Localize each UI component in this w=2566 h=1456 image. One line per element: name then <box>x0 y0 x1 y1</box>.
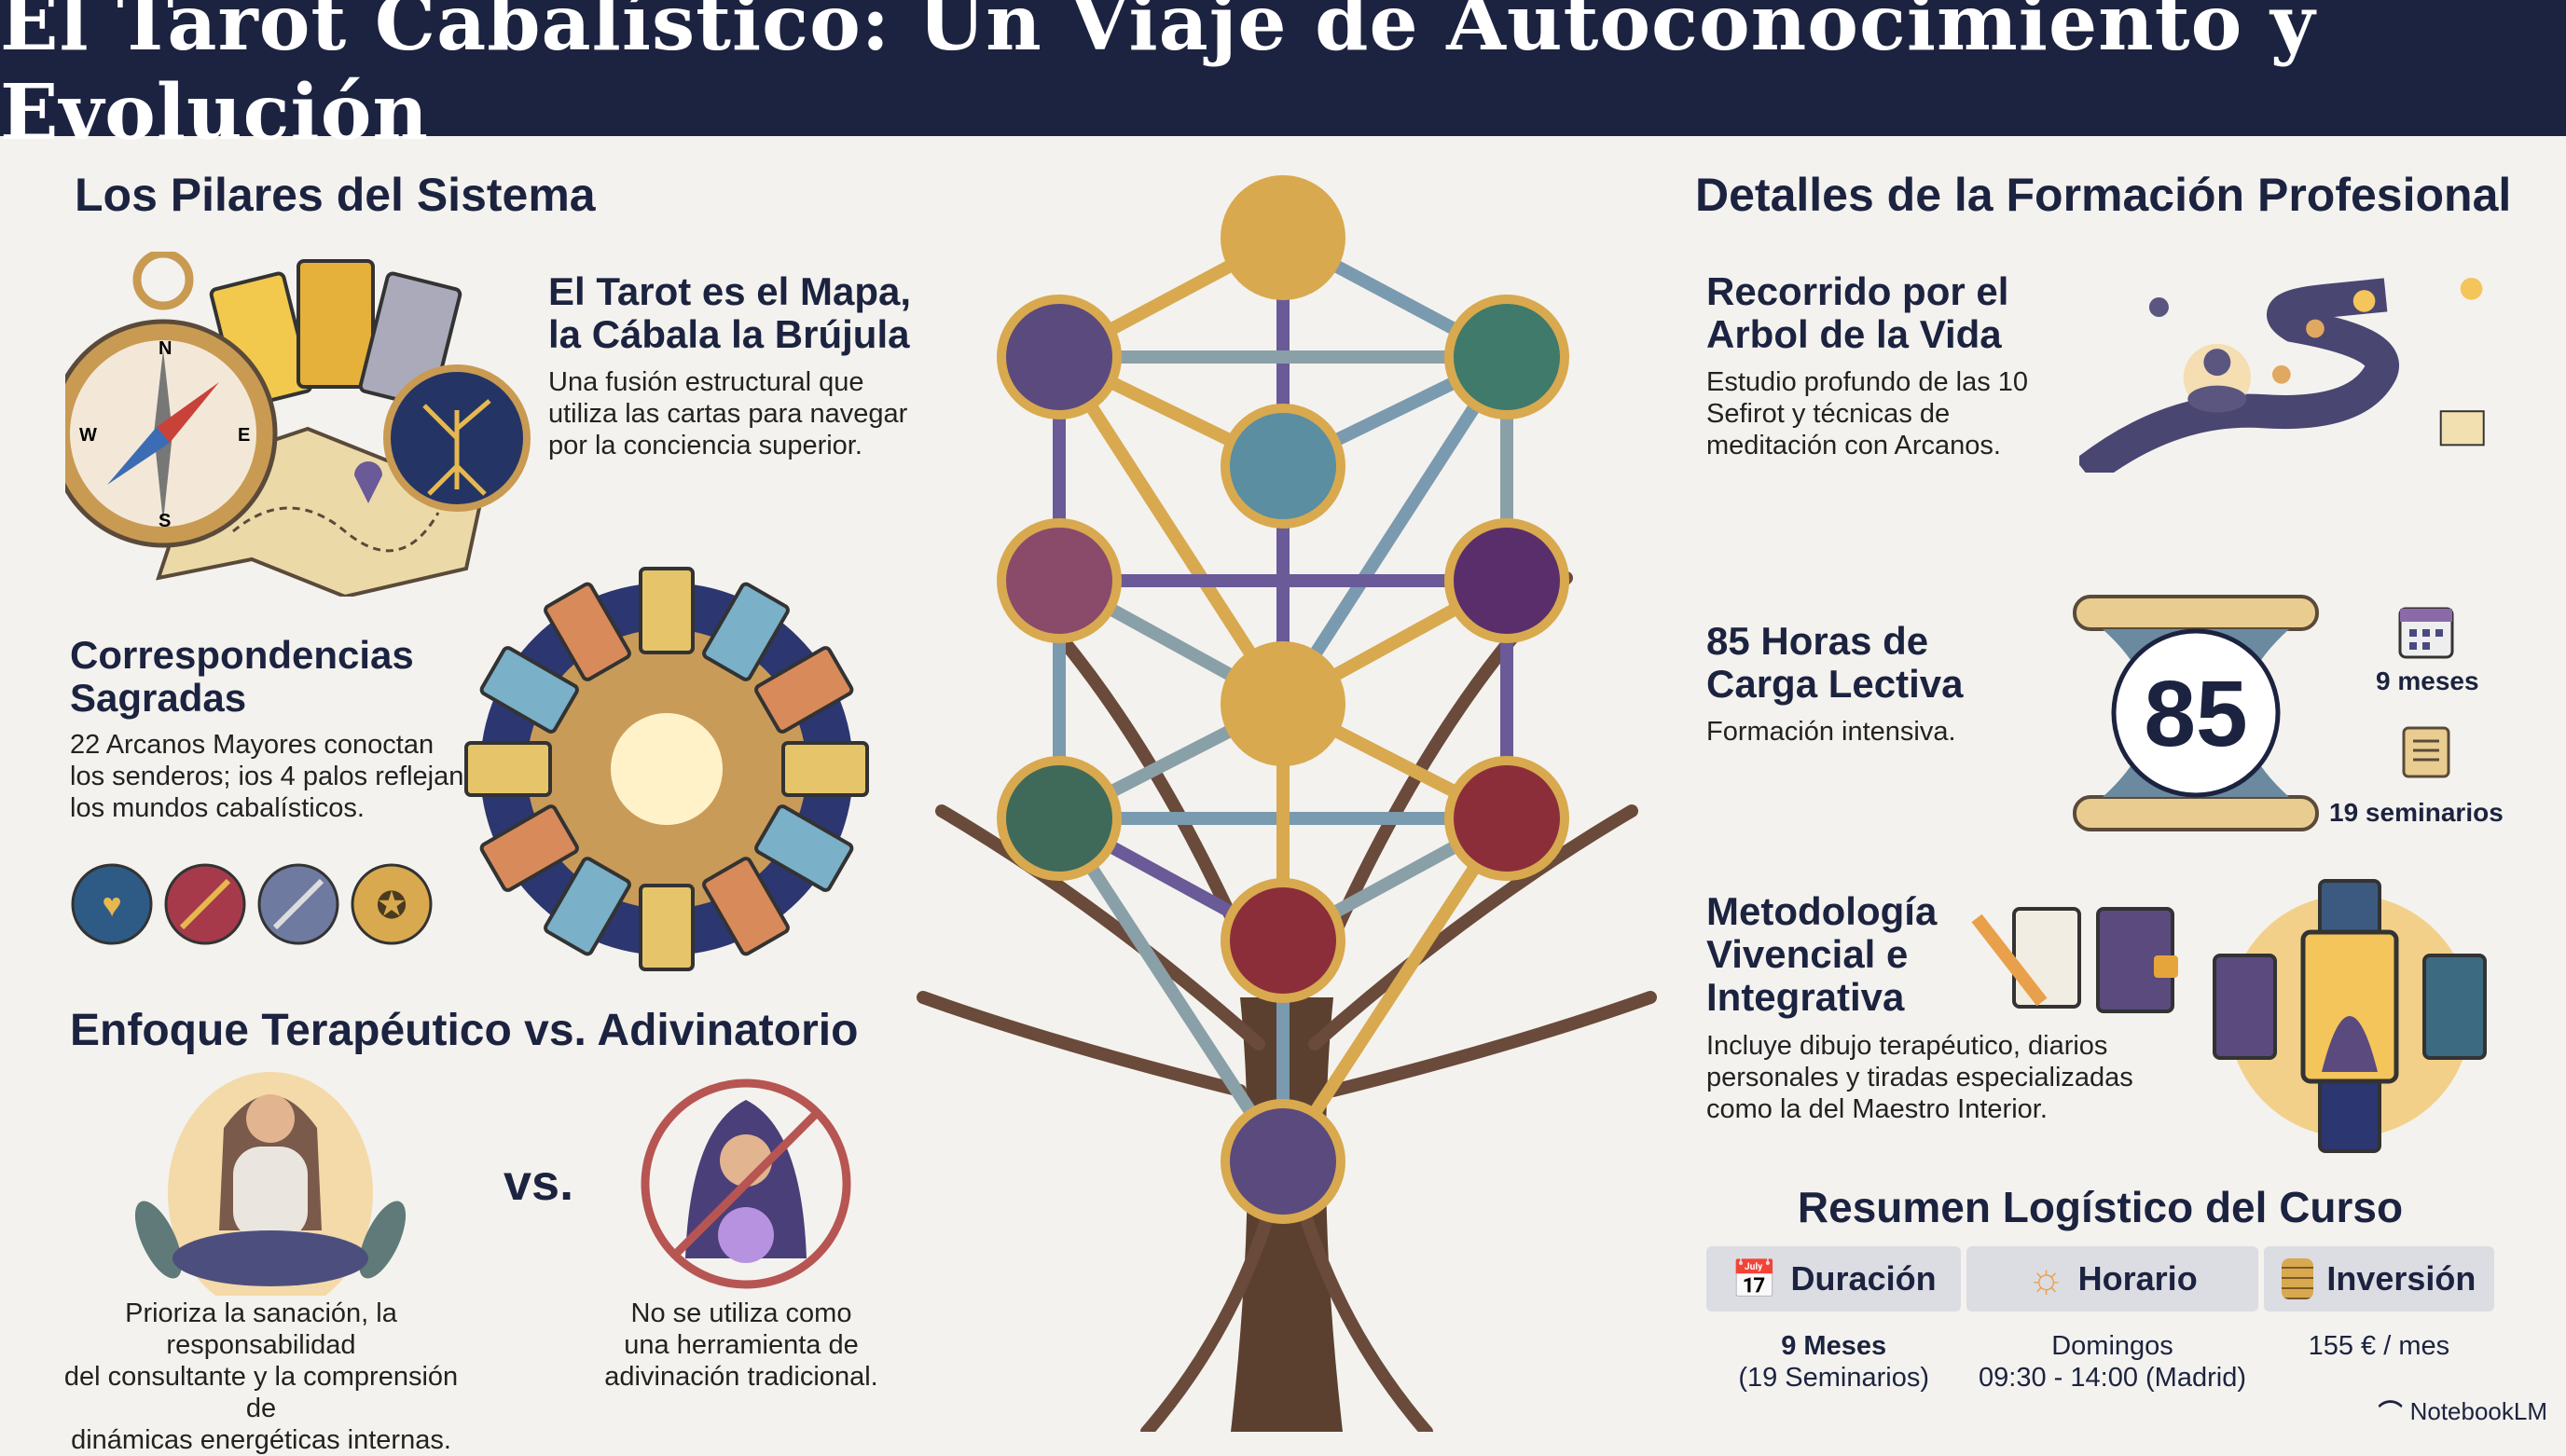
tarot-card <box>702 857 790 956</box>
tarot-card <box>544 857 631 956</box>
tarot-card <box>639 567 695 654</box>
svg-text:✪: ✪ <box>376 886 407 927</box>
tarot-spread-illustration <box>2213 879 2487 1153</box>
tarot-card <box>754 804 854 892</box>
therapeutic-description: Prioriza la sanación, la responsabilidad… <box>63 1298 459 1455</box>
sefira-node <box>1221 641 1345 766</box>
tree-of-life-diagram <box>917 175 1657 1432</box>
sefira-node <box>1221 404 1345 529</box>
tree-path <box>1276 812 1513 1168</box>
tarot-card <box>464 741 552 797</box>
scroll-icon <box>2402 726 2450 778</box>
section-heading-training: Detalles de la Formación Profesional <box>1695 169 2512 221</box>
map-title: El Tarot es el Mapa,la Cábala la Brújula <box>548 269 912 356</box>
life-path-road-illustration <box>2079 277 2485 473</box>
sefira-node <box>1221 878 1345 1003</box>
tree-path <box>1276 350 1513 710</box>
brand-label: NotebookLM <box>2409 1397 2547 1425</box>
vs-label: vs. <box>504 1155 574 1211</box>
duration-header: Duración <box>1790 1259 1937 1298</box>
section-heading-pillars: Los Pilares del Sistema <box>75 169 596 221</box>
investment-header: Inversión <box>2326 1259 2476 1298</box>
hours-body: Formación intensiva. <box>1706 717 1956 747</box>
tarot-card <box>479 804 579 892</box>
hourglass-scroll-illustration: 85 <box>2073 595 2319 831</box>
duration-column: 📅 Duración 9 Meses(19 Seminarios) <box>1706 1246 1962 1394</box>
logistics-table: 📅 Duración 9 Meses(19 Seminarios) ☼ Horario… <box>1706 1246 2494 1394</box>
sefira-node <box>1444 518 1569 643</box>
cups-icon <box>71 863 153 945</box>
notebooklm-logo-icon: ⌒ <box>2378 1399 2403 1427</box>
pentacles-icon <box>351 863 433 945</box>
sefira-node <box>997 756 1122 881</box>
calendar-icon <box>2398 607 2454 659</box>
tarot-card-wheel <box>464 567 869 971</box>
investment-column: Inversión 155 € / mes <box>2263 1246 2494 1394</box>
sefira-node <box>1221 175 1345 300</box>
tarot-card <box>544 582 631 681</box>
sefira-node <box>997 295 1122 419</box>
journal-pencil-icon <box>1971 907 2178 1013</box>
tarot-card <box>781 741 869 797</box>
compass-n: N <box>159 338 172 359</box>
tarot-card <box>702 582 790 681</box>
calendar-clock-icon: 📅 <box>1731 1258 1778 1300</box>
tarot-card <box>639 884 695 971</box>
tree-path <box>1053 350 1290 710</box>
tree-path <box>1053 812 1290 1168</box>
duration-value: 9 Meses <box>1781 1331 1887 1361</box>
coins-icon <box>2282 1258 2314 1299</box>
hours-number: 85 <box>2144 662 2247 766</box>
summary-heading: Resumen Logístico del Curso <box>1797 1183 2404 1231</box>
compass-s: S <box>159 511 171 531</box>
tarot-card <box>479 646 579 734</box>
months-label: 9 meses <box>2376 666 2479 695</box>
tarot-card <box>754 646 854 734</box>
forbidden-fortune-teller-icon <box>641 1078 851 1289</box>
seminars-label: 19 seminarios <box>2329 798 2504 827</box>
compass-map-illustration: N S E W <box>65 252 531 597</box>
sun-icon: ☼ <box>2027 1256 2065 1301</box>
svg-text:♥: ♥ <box>102 886 121 924</box>
page-title: El Tarot Cabalístico: Un Viaje de Autoco… <box>0 0 2316 158</box>
approach-heading: Enfoque Terapéutico vs. Adivinatorio <box>70 1006 859 1055</box>
notebooklm-brand: ⌒NotebookLM <box>2379 1394 2547 1429</box>
sefira-node <box>997 518 1122 643</box>
compass-w: W <box>79 425 97 446</box>
suit-icons: ♥ ✪ <box>71 863 433 945</box>
sefira-node <box>1444 756 1569 881</box>
header-banner: El Tarot Cabalístico: Un Viaje de Autoco… <box>0 0 2566 158</box>
meditating-woman-illustration <box>134 1072 407 1296</box>
investment-value: 155 € / mes <box>2308 1331 2450 1361</box>
schedule-day: Domingos <box>2051 1331 2173 1361</box>
compass-e: E <box>238 425 250 446</box>
sefira-node <box>1444 295 1569 419</box>
schedule-time: 09:30 - 14:00 (Madrid) <box>1979 1363 2246 1393</box>
schedule-header: Horario <box>2077 1259 2198 1298</box>
sefira-node <box>1221 1099 1345 1224</box>
duration-detail: (19 Seminarios) <box>1738 1363 1929 1393</box>
